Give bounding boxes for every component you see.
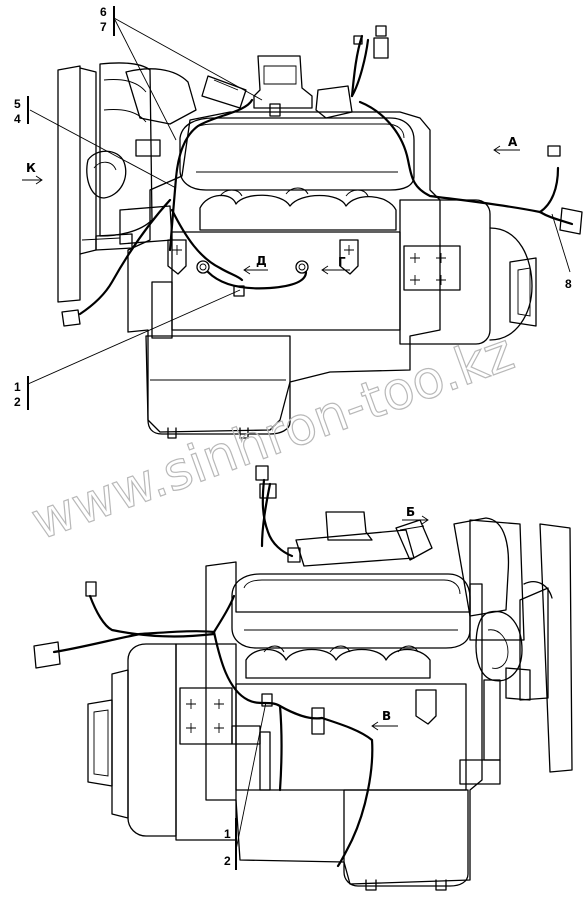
view-arrow-label-d: Д [256,254,267,268]
view-arrow-label-k: К [26,161,36,175]
view-arrow-b-icon [402,515,429,525]
callout-2-top: 2 [14,395,21,409]
view-arrow-d-icon [243,265,268,275]
view-arrow-v-icon [371,721,398,731]
view-arrow-label-g: Г [338,255,346,269]
bottom-wiring-harness [33,465,374,868]
bottom-engine-view [87,511,573,891]
callout-5: 5 [14,97,21,111]
top-wiring-harness [61,25,583,327]
top-leader-lines [27,6,571,410]
view-arrow-label-b: Б [406,505,415,519]
view-arrow-label-v: В [382,709,391,723]
view-arrow-label-a: А [508,135,518,149]
callout-2-bottom: 2 [224,854,231,868]
bottom-leader-lines [235,701,267,870]
callout-8: 8 [565,277,572,291]
callout-6: 6 [100,5,107,19]
callout-1-top: 1 [14,380,21,394]
callout-4: 4 [14,112,21,126]
watermark-text: www.sinhron-too.kz [24,322,522,552]
view-arrow-a-icon [493,145,520,155]
callout-1-bottom: 1 [224,827,231,841]
view-arrow-g-icon [321,265,350,275]
view-arrow-k-icon [22,175,43,185]
callout-7: 7 [100,20,107,34]
